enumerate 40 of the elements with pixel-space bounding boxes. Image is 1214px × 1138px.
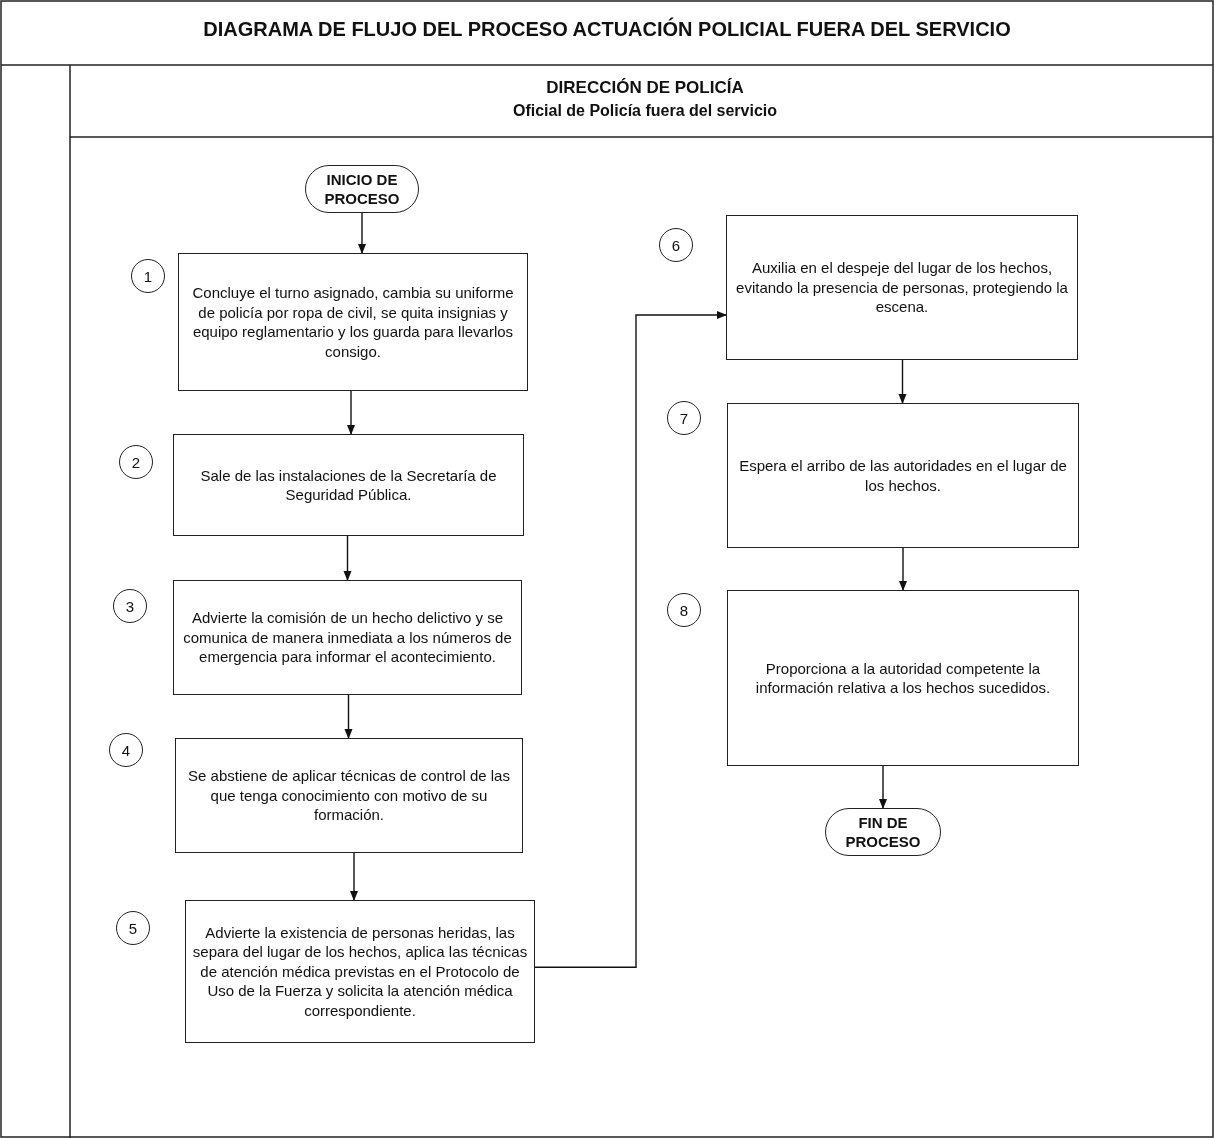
process-box (727, 403, 1079, 548)
step-text: Advierte la existencia de personas heridas, las separa del lugar de los hechos, aplica las técnicas de atención médica previstas en el Protocolo de Uso de la Fuerza y solicita la atención médica correspondiente. (192, 922, 528, 1021)
flow-arrow (347, 390, 355, 435)
flow-arrow (899, 547, 907, 591)
terminator-label: FIN DE PROCESO (844, 813, 922, 851)
process-box (178, 253, 528, 391)
step-number: 4 (109, 733, 143, 767)
step-number: 8 (667, 593, 701, 627)
terminator-shape (825, 808, 941, 856)
step-text: Sale de las instalaciones de la Secretaría de Seguridad Pública. (199, 465, 498, 505)
terminator-label: INICIO DE PROCESO (323, 170, 401, 208)
step-number: 3 (113, 589, 147, 623)
step-text: Auxilia en el despeje del lugar de los hechos, evitando la presencia de personas, protegiendo la escena. (735, 258, 1069, 317)
process-box (727, 590, 1079, 766)
flow-arrow (879, 765, 887, 809)
step-text: Proporciona a la autoridad competente la información relativa a los hechos sucedidos. (754, 658, 1052, 698)
step-number: 2 (119, 445, 153, 479)
flow-arrow (358, 212, 366, 254)
flow-arrow (534, 311, 727, 968)
diagram-title: DIAGRAMA DE FLUJO DEL PROCESO ACTUACIÓN POLICIAL FUERA DEL SERVICIO (202, 18, 1012, 41)
step-number: 6 (659, 228, 693, 262)
lane-heading: DIRECCIÓN DE POLICÍA (545, 78, 745, 98)
step-text: Concluye el turno asignado, cambia su uniforme de policía por ropa de civil, se quita insignias y equipo reglamentario y los guarda para llevarlos consigo. (191, 283, 515, 361)
flow-arrow (350, 852, 358, 901)
flow-arrow (898, 359, 907, 404)
flow-arrow (344, 694, 353, 739)
step-text: Advierte la comisión de un hecho delictivo y se comunica de manera inmediata a los números de emergencia para informar el acontecimiento. (182, 608, 513, 667)
step-number: 7 (667, 401, 701, 435)
process-box (185, 900, 535, 1043)
terminator-shape (305, 165, 419, 213)
step-number: 5 (116, 911, 150, 945)
process-box (726, 215, 1078, 360)
process-box (175, 738, 523, 853)
step-text: Se abstiene de aplicar técnicas de control de las que tenga conocimiento con motivo de su formación. (187, 766, 511, 825)
flow-arrow (343, 535, 352, 581)
lane-subheading: Oficial de Policía fuera del servicio (511, 102, 779, 120)
step-number: 1 (131, 259, 165, 293)
process-box (173, 434, 524, 536)
process-box (173, 580, 522, 695)
step-text: Espera el arribo de las autoridades en el lugar de los hechos. (738, 456, 1068, 495)
